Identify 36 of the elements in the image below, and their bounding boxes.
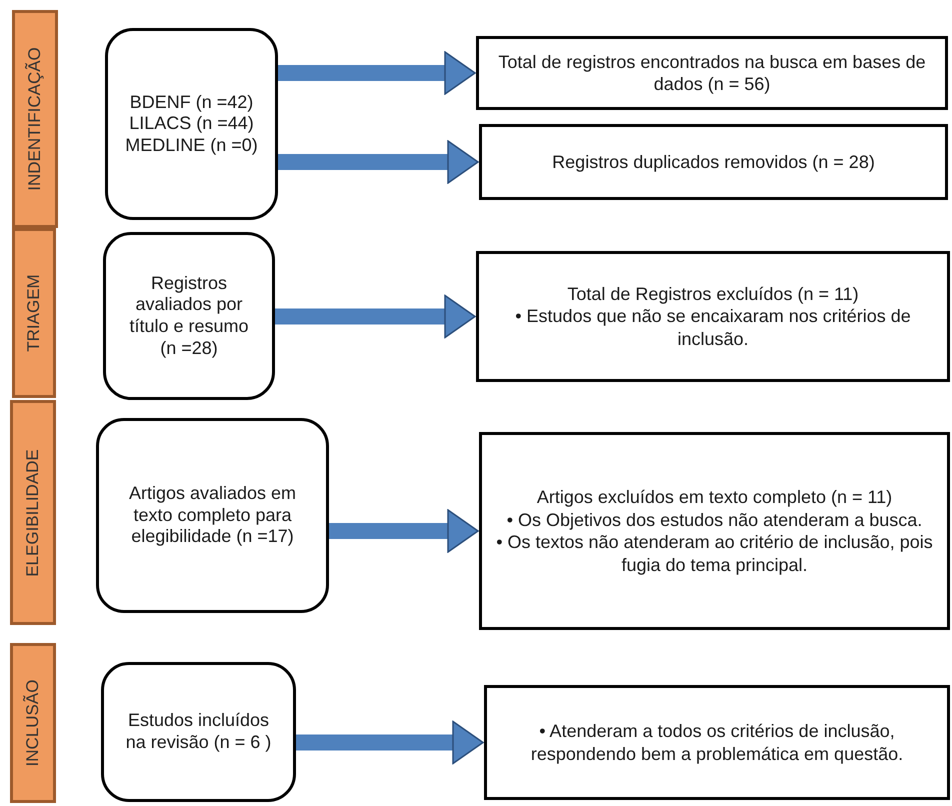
block-arrow <box>278 51 476 95</box>
phase-band <box>10 643 56 803</box>
phase-label: TRIAGEM <box>24 274 44 352</box>
block-arrow <box>329 509 479 553</box>
box-text: • Atenderam a todos os critérios de inclusão, respondendo bem a problemática em questão. <box>530 720 904 765</box>
process-box <box>103 232 275 400</box>
box-text: MEDLINE (n =0) <box>125 134 258 156</box>
box-text: Registros avaliados por título e resumo (n =28) <box>128 272 250 360</box>
block-arrow <box>275 294 476 338</box>
process-box <box>105 28 278 220</box>
box-text: Artigos avaliados em texto completo para elegibilidade (n =17) <box>128 483 298 548</box>
phase-band <box>12 228 56 398</box>
box-text: • Os textos não atenderam ao critério de inclusão, pois fugia do tema principal. <box>496 531 933 576</box>
block-arrow <box>278 140 479 184</box>
box-text: • Estudos que não se encaixaram nos critérios de inclusão. <box>514 305 912 350</box>
result-box <box>479 124 948 200</box>
phase-band <box>10 400 56 625</box>
process-box <box>96 418 329 613</box>
phase-label: INCLUSÃO <box>23 680 43 766</box>
result-box <box>476 36 948 110</box>
result-box <box>476 251 950 382</box>
box-text: Registros duplicados removidos (n = 28) <box>552 150 875 174</box>
box-text: Total de registros encontrados na busca em bases de dados (n = 56) <box>497 50 927 96</box>
phase-band <box>12 10 58 228</box>
process-box <box>101 662 296 802</box>
box-text: Artigos excluídos em texto completo (n = 11) <box>536 486 892 508</box>
phase-label: ELEGIBILIDADE <box>23 448 43 576</box>
block-arrow <box>296 720 484 764</box>
box-text: BDENF (n =42) <box>130 92 254 114</box>
phase-label: INDENTIFICAÇÃO <box>25 47 45 191</box>
result-box <box>484 685 950 800</box>
box-text: Total de Registros excluídos (n = 11) <box>567 282 859 306</box>
box-text: Estudos incluídos na revisão (n = 6 ) <box>124 710 272 754</box>
result-box <box>479 432 950 630</box>
box-text: • Os Objetivos dos estudos não atenderam a busca. <box>506 508 922 531</box>
box-text: LILACS (n =44) <box>129 113 254 135</box>
